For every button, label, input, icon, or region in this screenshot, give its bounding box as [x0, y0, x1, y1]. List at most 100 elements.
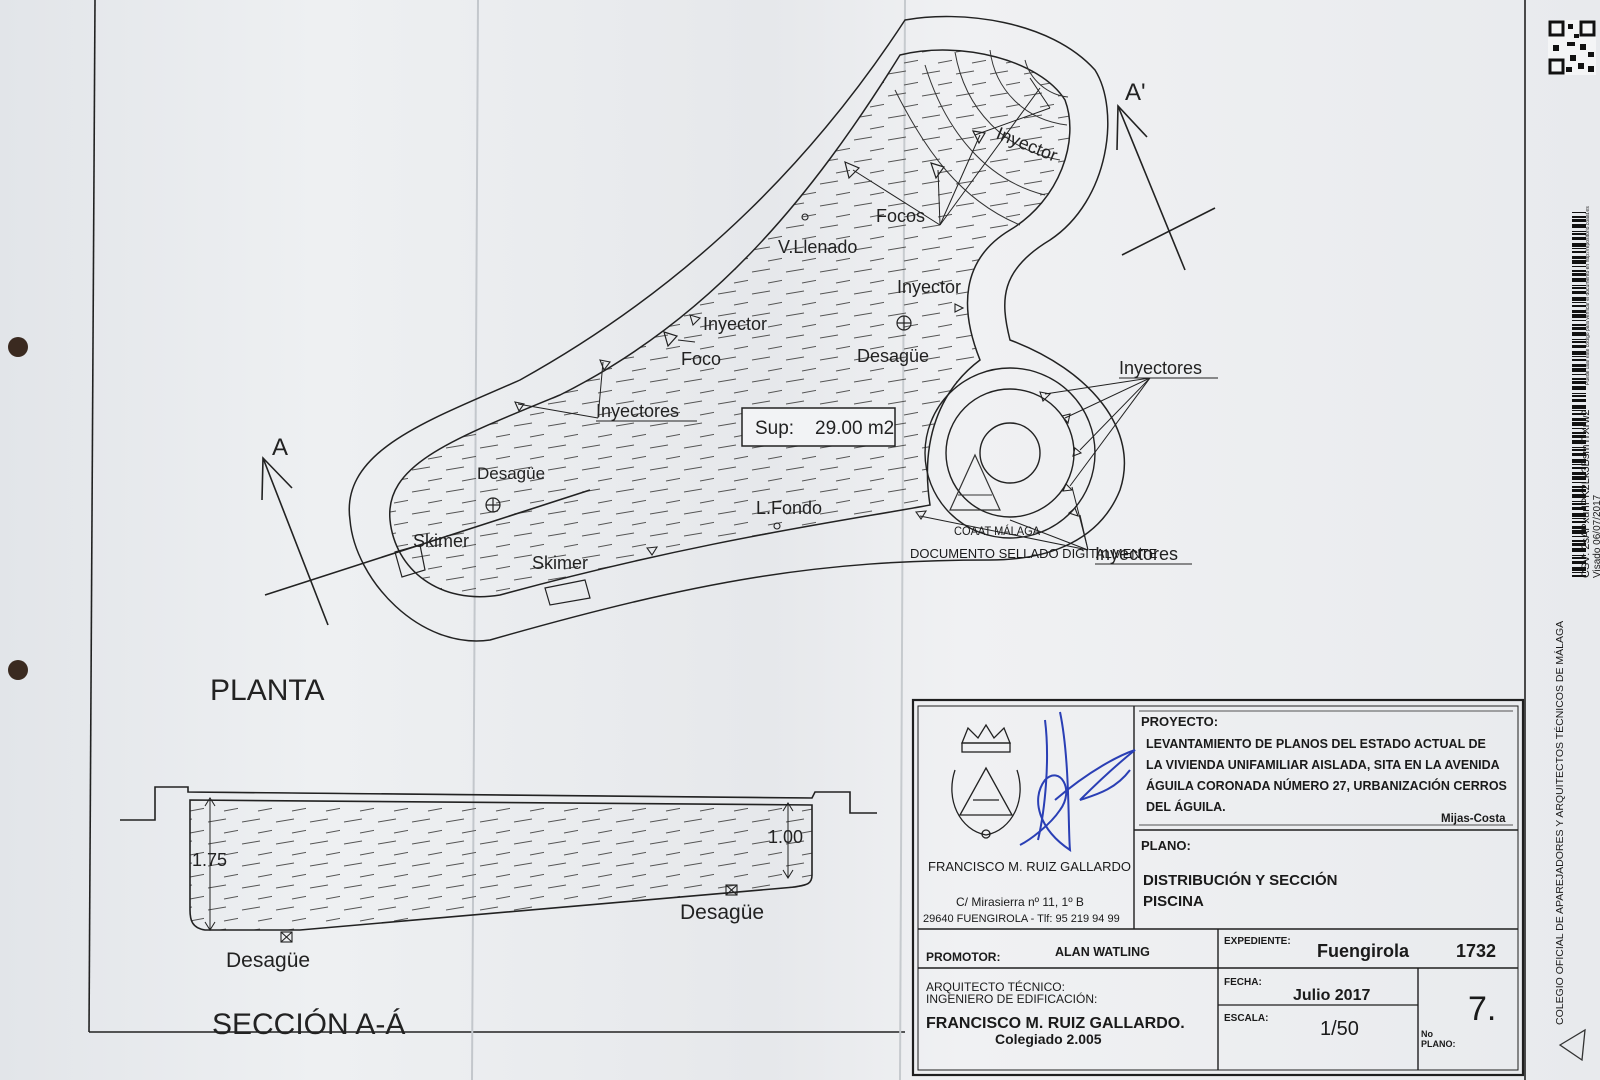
- punch-hole-top: [8, 337, 28, 357]
- label-inyectores-left: Inyectores: [596, 401, 679, 421]
- slope-contours: [894, 49, 1069, 226]
- barcode-bar: [1572, 395, 1586, 397]
- barcode-bar: [1572, 324, 1586, 326]
- barcode-bar: [1572, 513, 1586, 517]
- barcode-bar: [1572, 501, 1586, 502]
- barcode-bar: [1572, 507, 1586, 510]
- view-title-planta: PLANTA: [210, 674, 324, 707]
- barcode-icon: [1572, 212, 1586, 577]
- barcode-bar: [1572, 557, 1586, 559]
- barcode-bar: [1572, 575, 1586, 577]
- barcode-bar: [1572, 572, 1586, 573]
- label-inyectores-bottom: Inyectores: [1095, 544, 1178, 564]
- pool-water-outline: [389, 49, 1071, 598]
- barcode-bar: [1572, 518, 1586, 519]
- barcode-bar: [1572, 305, 1586, 307]
- author-address: C/ Mirasierra nº 11, 1º B: [956, 895, 1084, 909]
- barcode-bar: [1572, 231, 1586, 232]
- expediente-label: EXPEDIENTE:: [1224, 936, 1291, 947]
- promotor: ALAN WATLING: [1055, 945, 1150, 959]
- barcode-bar: [1572, 243, 1586, 247]
- label-skimer-1: Skimer: [413, 531, 469, 551]
- barcode-bar: [1572, 278, 1586, 282]
- label-focos: Focos: [876, 206, 925, 226]
- barcode-bar: [1572, 418, 1586, 421]
- barcode-bar: [1572, 567, 1586, 571]
- barcode-bar: [1572, 332, 1586, 336]
- section-drain-left: Desagüe: [226, 949, 310, 972]
- barcode-bar: [1572, 248, 1586, 249]
- proyecto-line-3: ÁGUILA CORONADA NÚMERO 27, URBANIZACIÓN …: [1146, 778, 1507, 793]
- label-foco: Foco: [681, 349, 721, 369]
- barcode-bar: [1572, 405, 1586, 409]
- title-block-text: PROYECTO: LEVANTAMIENTO DE PLANOS DEL ES…: [923, 714, 1507, 1049]
- section-water: [189, 799, 813, 931]
- location: Mijas-Costa: [1441, 813, 1506, 825]
- barcode-bar: [1572, 320, 1586, 321]
- label-inyectores-right: Inyectores: [1119, 358, 1202, 378]
- barcode-bar: [1572, 521, 1586, 523]
- barcode-bar: [1572, 327, 1586, 330]
- barcode-bar: [1572, 428, 1586, 429]
- promotor-label: PROMOTOR:: [926, 950, 1000, 964]
- barcode-bar: [1572, 378, 1586, 380]
- area-label: Sup:: [755, 418, 794, 439]
- barcode-bar: [1572, 237, 1586, 240]
- skimmer-box-2: [544, 579, 591, 606]
- area-value: 29.00 m2: [815, 418, 894, 439]
- marker-a-prime-letter: A': [1125, 79, 1146, 106]
- barcode-bar: [1572, 449, 1586, 451]
- barcode-bar: [1572, 467, 1586, 469]
- author-name: FRANCISCO M. RUIZ GALLARDO: [928, 859, 1131, 874]
- label-l-fondo: L.Fondo: [756, 498, 822, 518]
- barcode-bar: [1572, 526, 1586, 529]
- barcode-bar: [1572, 219, 1586, 222]
- barcode-bar: [1572, 540, 1586, 542]
- barcode-bar: [1572, 270, 1586, 272]
- barcode-bar: [1572, 548, 1586, 552]
- barcode-bar: [1572, 543, 1586, 546]
- label-v-llenado: V.Llenado: [778, 237, 857, 257]
- arquitecto-label-2: INGENIERO DE EDIFICACIÓN:: [926, 991, 1097, 1006]
- barcode-bar: [1572, 413, 1586, 415]
- colegiado: Colegiado 2.005: [995, 1031, 1102, 1047]
- barcode-bar: [1572, 266, 1586, 267]
- college-crest-icon: [951, 723, 1021, 839]
- marker-a-letter: A: [272, 434, 288, 461]
- drain-icon: [485, 315, 912, 513]
- leader-lines: [517, 77, 1151, 551]
- margin-colegio-text: COLEGIO OFICIAL DE APAREJADORES Y ARQUIT…: [1553, 621, 1566, 1025]
- barcode-bar: [1572, 256, 1586, 259]
- section-marker-a-prime: A': [1116, 79, 1216, 271]
- label-inyector-left: Inyector: [703, 314, 767, 334]
- barcode-bar: [1572, 297, 1586, 301]
- fitting-icons: [514, 213, 1083, 556]
- plano-no-label-1: No: [1421, 1029, 1433, 1039]
- author-city: 29640 FUENGIROLA - Tlf: 95 219 94 99: [923, 913, 1120, 925]
- title-block: [911, 698, 1525, 1077]
- barcode-bar: [1572, 216, 1586, 218]
- barcode-bar: [1572, 536, 1586, 537]
- barcode-bar: [1572, 447, 1586, 448]
- light-icon: [663, 130, 986, 348]
- plano-line-2: PISCINA: [1143, 893, 1204, 910]
- coaat-logo-icon: [949, 453, 1001, 511]
- plano-no: 7.: [1468, 990, 1496, 1028]
- barcode-bar: [1572, 302, 1586, 303]
- barcode-bar: [1572, 476, 1586, 480]
- fecha: Julio 2017: [1293, 987, 1370, 1004]
- proyecto-line-1: LEVANTAMIENTO DE PLANOS DEL ESTADO ACTUA…: [1146, 737, 1486, 751]
- barcode-bar: [1572, 432, 1586, 434]
- barcode-bar: [1572, 351, 1586, 355]
- escala: 1/50: [1320, 1018, 1359, 1040]
- barcode-bar: [1572, 381, 1586, 384]
- barcode-bar: [1572, 386, 1586, 390]
- barcode-bar: [1572, 251, 1586, 253]
- barcode-bar: [1572, 459, 1586, 463]
- barcode-bar: [1572, 393, 1586, 394]
- barcode-bar: [1572, 489, 1586, 492]
- coaat-stamp: COAAT MÁLAGA DOCUMENTO SELLADO DIGITALME…: [910, 453, 1158, 561]
- arquitecto-label-1: ARQUITECTO TÉCNICO:: [926, 979, 1065, 994]
- corner-logo-icon: [1558, 1028, 1586, 1062]
